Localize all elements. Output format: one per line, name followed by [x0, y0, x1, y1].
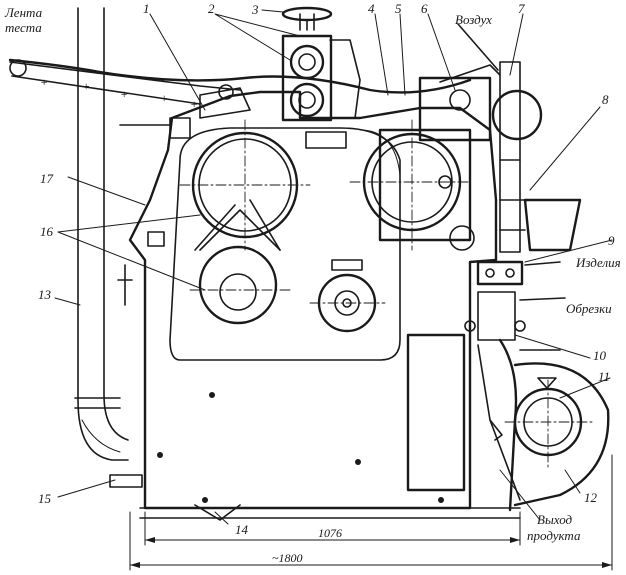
levers [109, 231, 241, 521]
products-label: Изделия [575, 255, 621, 270]
large-drum-left [179, 119, 311, 251]
dimension-inner-width: 1076 [318, 526, 342, 540]
vertical-column [74, 7, 129, 461]
rollers-assembly [281, 6, 333, 122]
callout-4: 4 [368, 1, 375, 16]
callout-6: 6 [421, 1, 428, 16]
large-drum-right [349, 119, 472, 251]
access-panel [157, 333, 466, 503]
output-drum [504, 362, 610, 507]
lower-pulley [189, 199, 291, 325]
product-exit-label-1: Выход [537, 512, 573, 527]
callout-5: 5 [395, 1, 402, 16]
callout-12: 12 [584, 490, 598, 505]
svg-text:+: + [190, 97, 198, 111]
leader-lines [54, 9, 613, 525]
svg-text:+: + [82, 79, 90, 93]
dough-sheet-conveyor: + + + + + [8, 58, 472, 111]
trimmings-label: Обрезки [566, 301, 612, 316]
callout-7: 7 [518, 1, 525, 16]
svg-text:+: + [160, 91, 168, 105]
callout-11: 11 [598, 369, 610, 384]
machine-frame [128, 90, 521, 519]
callout-2: 2 [208, 1, 215, 16]
svg-text:+: + [40, 75, 48, 89]
callout-9: 9 [608, 233, 615, 248]
callout-15: 15 [38, 491, 52, 506]
callout-10: 10 [593, 348, 607, 363]
small-pulley [309, 259, 386, 333]
dough-sheet-label-1: Лента [4, 5, 43, 20]
dimension-lines [129, 454, 613, 571]
cutting-unit [418, 61, 582, 341]
air-label: Воздух [455, 12, 492, 27]
callout-17: 17 [40, 171, 54, 186]
callout-14: 14 [235, 522, 249, 537]
callout-8: 8 [602, 92, 609, 107]
roller-bracket [119, 39, 361, 149]
callout-3: 3 [251, 2, 259, 17]
callout-13: 13 [38, 287, 52, 302]
dimension-overall-width: ~1800 [272, 551, 303, 565]
product-exit-label-2: продукта [527, 528, 581, 543]
dough-sheet-label-2: теста [5, 20, 42, 35]
callout-1: 1 [143, 1, 150, 16]
svg-text:+: + [120, 87, 128, 101]
callout-16: 16 [40, 224, 54, 239]
